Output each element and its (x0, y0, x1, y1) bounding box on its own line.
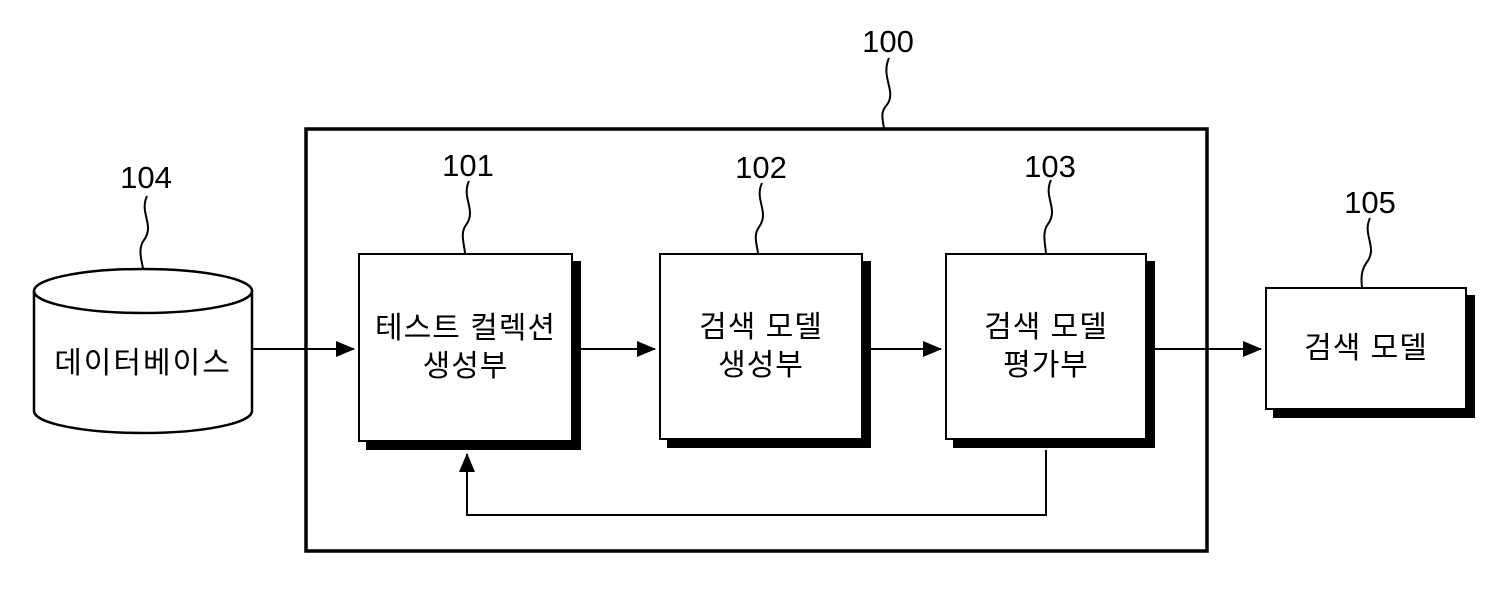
node-label-line: 검색 모델 (984, 310, 1108, 344)
database-cylinder-top (32, 267, 254, 315)
node-label-line: 평가부 (1003, 348, 1089, 382)
node-box-model-generation-unit: 검색 모델 생성부 (659, 253, 863, 440)
leader-line-100 (881, 57, 892, 130)
node-box-search-model: 검색 모델 (1265, 287, 1467, 410)
leader-line-105 (1360, 217, 1372, 288)
node-label-line: 테스트 컬렉션 (375, 311, 556, 345)
leader-line-101 (461, 180, 471, 254)
ref-label-103: 103 (1024, 149, 1076, 184)
ref-label-104: 104 (120, 160, 172, 195)
system-boundary-box (304, 127, 1209, 553)
ref-label-100: 100 (862, 24, 914, 59)
ref-label-101: 101 (442, 148, 494, 183)
node-box-test-collection-unit: 테스트 컬렉션 생성부 (358, 253, 573, 442)
node-label-line: 검색 모델 (1304, 331, 1428, 365)
leader-line-104 (139, 195, 149, 269)
database-cylinder-body (32, 291, 254, 435)
leader-line-102 (754, 182, 764, 254)
feedback-arrow-103-to-101 (459, 450, 1047, 516)
node-box-model-evaluation-unit: 검색 모델 평가부 (945, 253, 1147, 440)
leader-line-103 (1043, 179, 1053, 254)
node-label-line: 검색 모델 (699, 310, 823, 344)
ref-label-105: 105 (1344, 185, 1396, 220)
ref-label-102: 102 (735, 150, 787, 185)
node-label-line: 생성부 (718, 348, 804, 382)
database-node-label: 데이터베이스 (54, 347, 232, 380)
node-label-line: 생성부 (422, 349, 509, 383)
